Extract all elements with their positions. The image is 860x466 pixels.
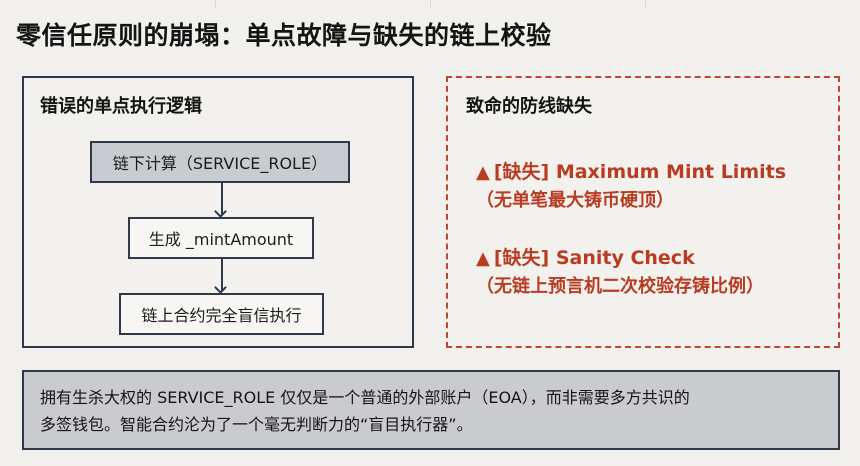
missing-defenses-panel: 致命的防线缺失 ▲[缺失] Maximum Mint Limits （无单笔最大… <box>446 76 840 348</box>
grid-tick <box>645 0 646 8</box>
warning-icon: ▲ <box>476 162 490 183</box>
missing-item-detail: （无链上预言机二次校验存铸比例） <box>476 276 764 297</box>
note-line: 多签钱包。智能合约沦为了一个毫无判断力的“盲目执行器”。 <box>40 415 473 434</box>
warning-icon: ▲ <box>476 248 490 269</box>
note-line: 拥有生杀大权的 SERVICE_ROLE 仅仅是一个普通的外部账户（EOA），而… <box>40 388 690 407</box>
missing-item-max-mint-limits: ▲[缺失] Maximum Mint Limits （无单笔最大铸币硬顶） <box>476 158 786 215</box>
missing-item-detail: （无单笔最大铸币硬顶） <box>476 190 674 211</box>
panel-title: 致命的防线缺失 <box>466 96 592 117</box>
grid-tick <box>430 0 431 8</box>
flow-step-offchain-compute: 链下计算（SERVICE_ROLE） <box>90 141 350 183</box>
flow-step-generate-mint-amount: 生成 _mintAmount <box>128 217 314 259</box>
missing-item-label: [缺失] Sanity Check <box>493 247 695 269</box>
arrow-down-icon <box>221 259 223 291</box>
flow-step-onchain-blind-execute: 链上合约完全盲信执行 <box>119 293 324 335</box>
panel-title: 错误的单点执行逻辑 <box>40 96 202 117</box>
grid-tick <box>215 0 216 8</box>
missing-item-label: [缺失] Maximum Mint Limits <box>493 161 787 183</box>
page-title: 零信任原则的崩塌：单点故障与缺失的链上校验 <box>16 21 552 50</box>
arrow-down-icon <box>221 183 223 215</box>
summary-note: 拥有生杀大权的 SERVICE_ROLE 仅仅是一个普通的外部账户（EOA），而… <box>22 370 840 450</box>
single-point-logic-panel: 错误的单点执行逻辑 链下计算（SERVICE_ROLE） 生成 _mintAmo… <box>22 76 414 348</box>
missing-item-sanity-check: ▲[缺失] Sanity Check （无链上预言机二次校验存铸比例） <box>476 244 764 301</box>
